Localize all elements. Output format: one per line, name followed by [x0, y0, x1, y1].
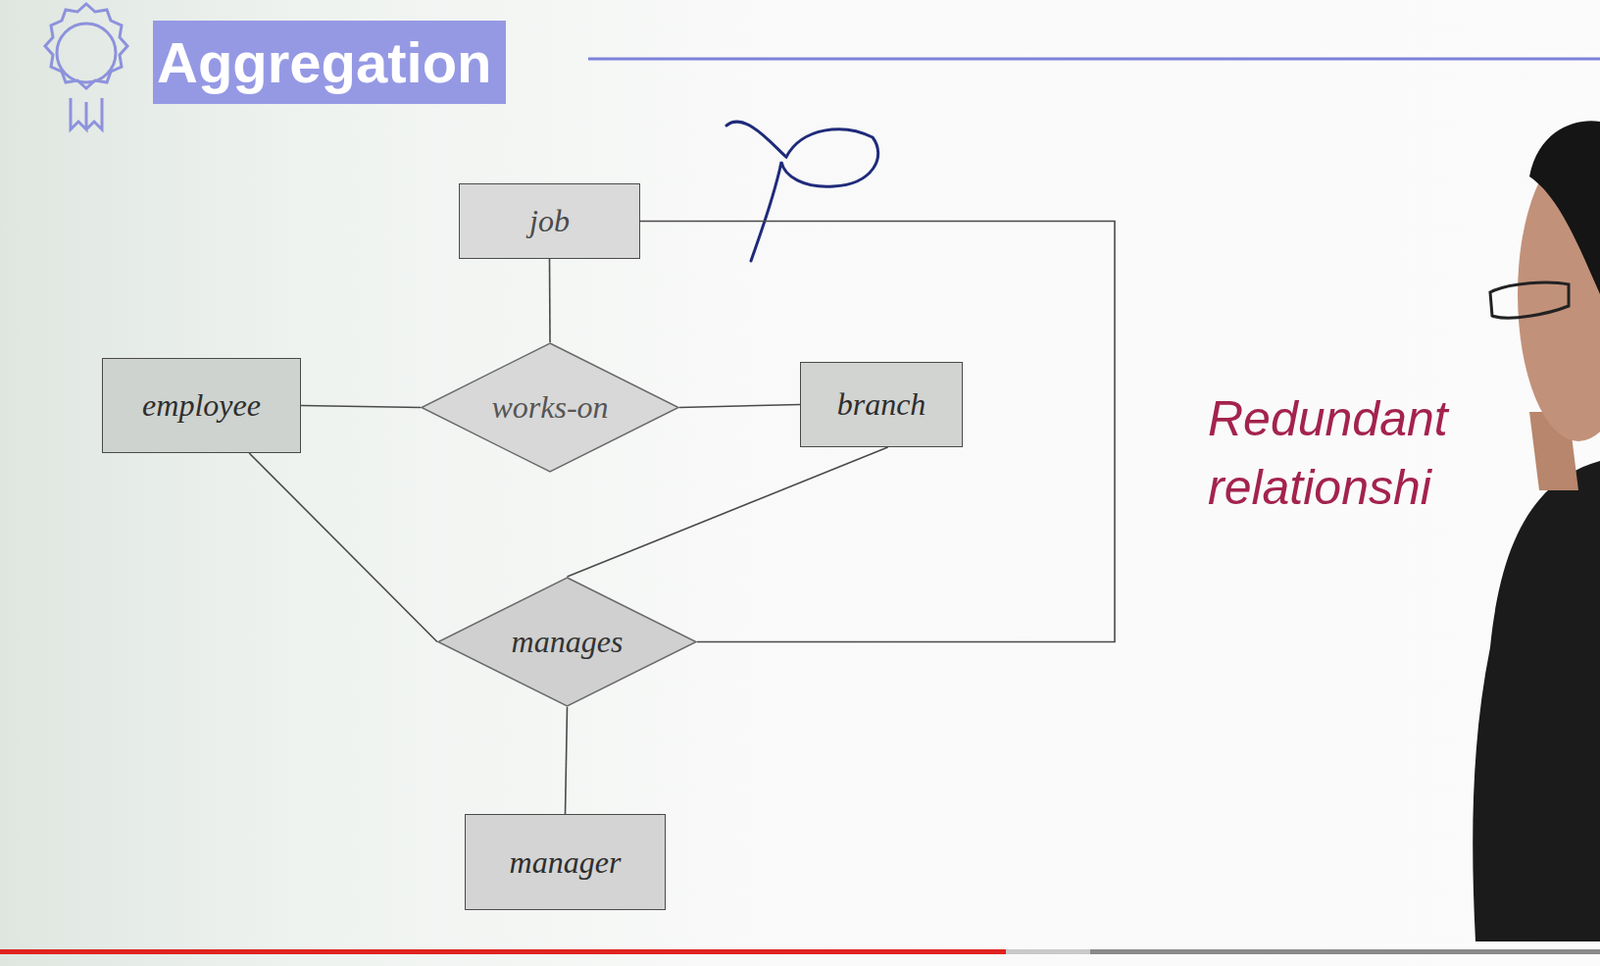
- entity-box: job: [458, 183, 641, 259]
- entity-box: employee: [101, 357, 301, 453]
- progress-bar: [0, 949, 1600, 954]
- progress-buffer: [1005, 949, 1091, 954]
- progress-track: [0, 949, 1600, 954]
- relationship-diamond: works-on: [420, 342, 680, 473]
- entity-box: manager: [464, 813, 666, 910]
- node-label: employee: [142, 387, 261, 424]
- badge-circle: [56, 23, 116, 83]
- connector: [549, 258, 551, 343]
- slide-title: Aggregation: [152, 20, 506, 104]
- connector: [565, 706, 568, 814]
- presenter: [1472, 120, 1600, 942]
- connector: [640, 221, 1115, 643]
- progress-played: [0, 949, 1006, 954]
- presenter-shirt: [1472, 460, 1600, 942]
- relationship-diamond: manages: [437, 576, 698, 707]
- badge-rosette: [45, 3, 128, 89]
- header-rule: [588, 57, 1600, 61]
- diamond-shape: [438, 577, 697, 706]
- node-label: branch: [837, 386, 927, 423]
- connector: [567, 447, 889, 577]
- node-label: manages: [511, 623, 624, 660]
- badge-icon: [45, 3, 128, 130]
- presenter-glasses: [1490, 282, 1569, 318]
- connector: [679, 404, 800, 408]
- presenter-hair: [1529, 120, 1600, 295]
- badge-ribbon: [70, 98, 102, 130]
- entity-box: branch: [800, 361, 963, 448]
- node-label: job: [529, 202, 570, 240]
- handwritten-note: Redundant relationshi: [1207, 384, 1561, 522]
- scribble: [726, 121, 879, 261]
- node-label: manager: [509, 844, 622, 881]
- connector: [249, 452, 438, 643]
- node-label: works-on: [491, 389, 608, 426]
- diamond-shape: [421, 343, 679, 472]
- connector: [300, 405, 421, 408]
